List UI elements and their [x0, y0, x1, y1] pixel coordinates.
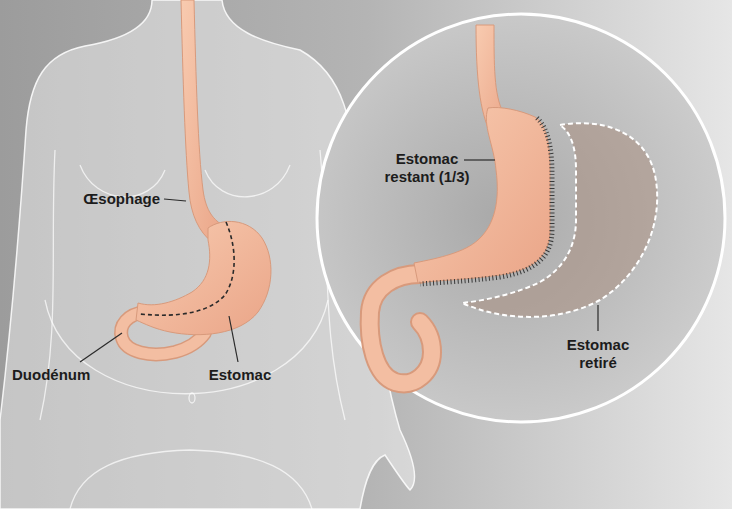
- cut-line: [140, 222, 234, 315]
- leader-line: [229, 316, 238, 362]
- part-label: Duodénum: [12, 366, 122, 384]
- stomach: [136, 221, 271, 334]
- part-label: Estomac retiré: [558, 336, 638, 372]
- esophagus: [181, 0, 224, 242]
- inset-circle: [317, 14, 725, 422]
- leader-line: [80, 333, 122, 362]
- hip-line: [70, 450, 312, 509]
- stomach-after: [370, 25, 658, 383]
- sleeve-stomach: [414, 107, 550, 283]
- chest-line: [205, 165, 290, 197]
- leader-line: [597, 305, 598, 331]
- staple-line: [420, 118, 552, 284]
- part-label: Œsophage: [45, 190, 160, 208]
- leader-line: [164, 199, 186, 201]
- leader-line: [464, 159, 495, 160]
- duodenum: [370, 274, 432, 383]
- part-label: Estomac restant (1/3): [372, 150, 482, 186]
- part-label: Estomac: [200, 366, 280, 384]
- navel: [189, 393, 195, 403]
- stomach-before: [121, 0, 271, 354]
- duodenum-outline: [370, 274, 432, 383]
- removed-stomach: [462, 123, 657, 317]
